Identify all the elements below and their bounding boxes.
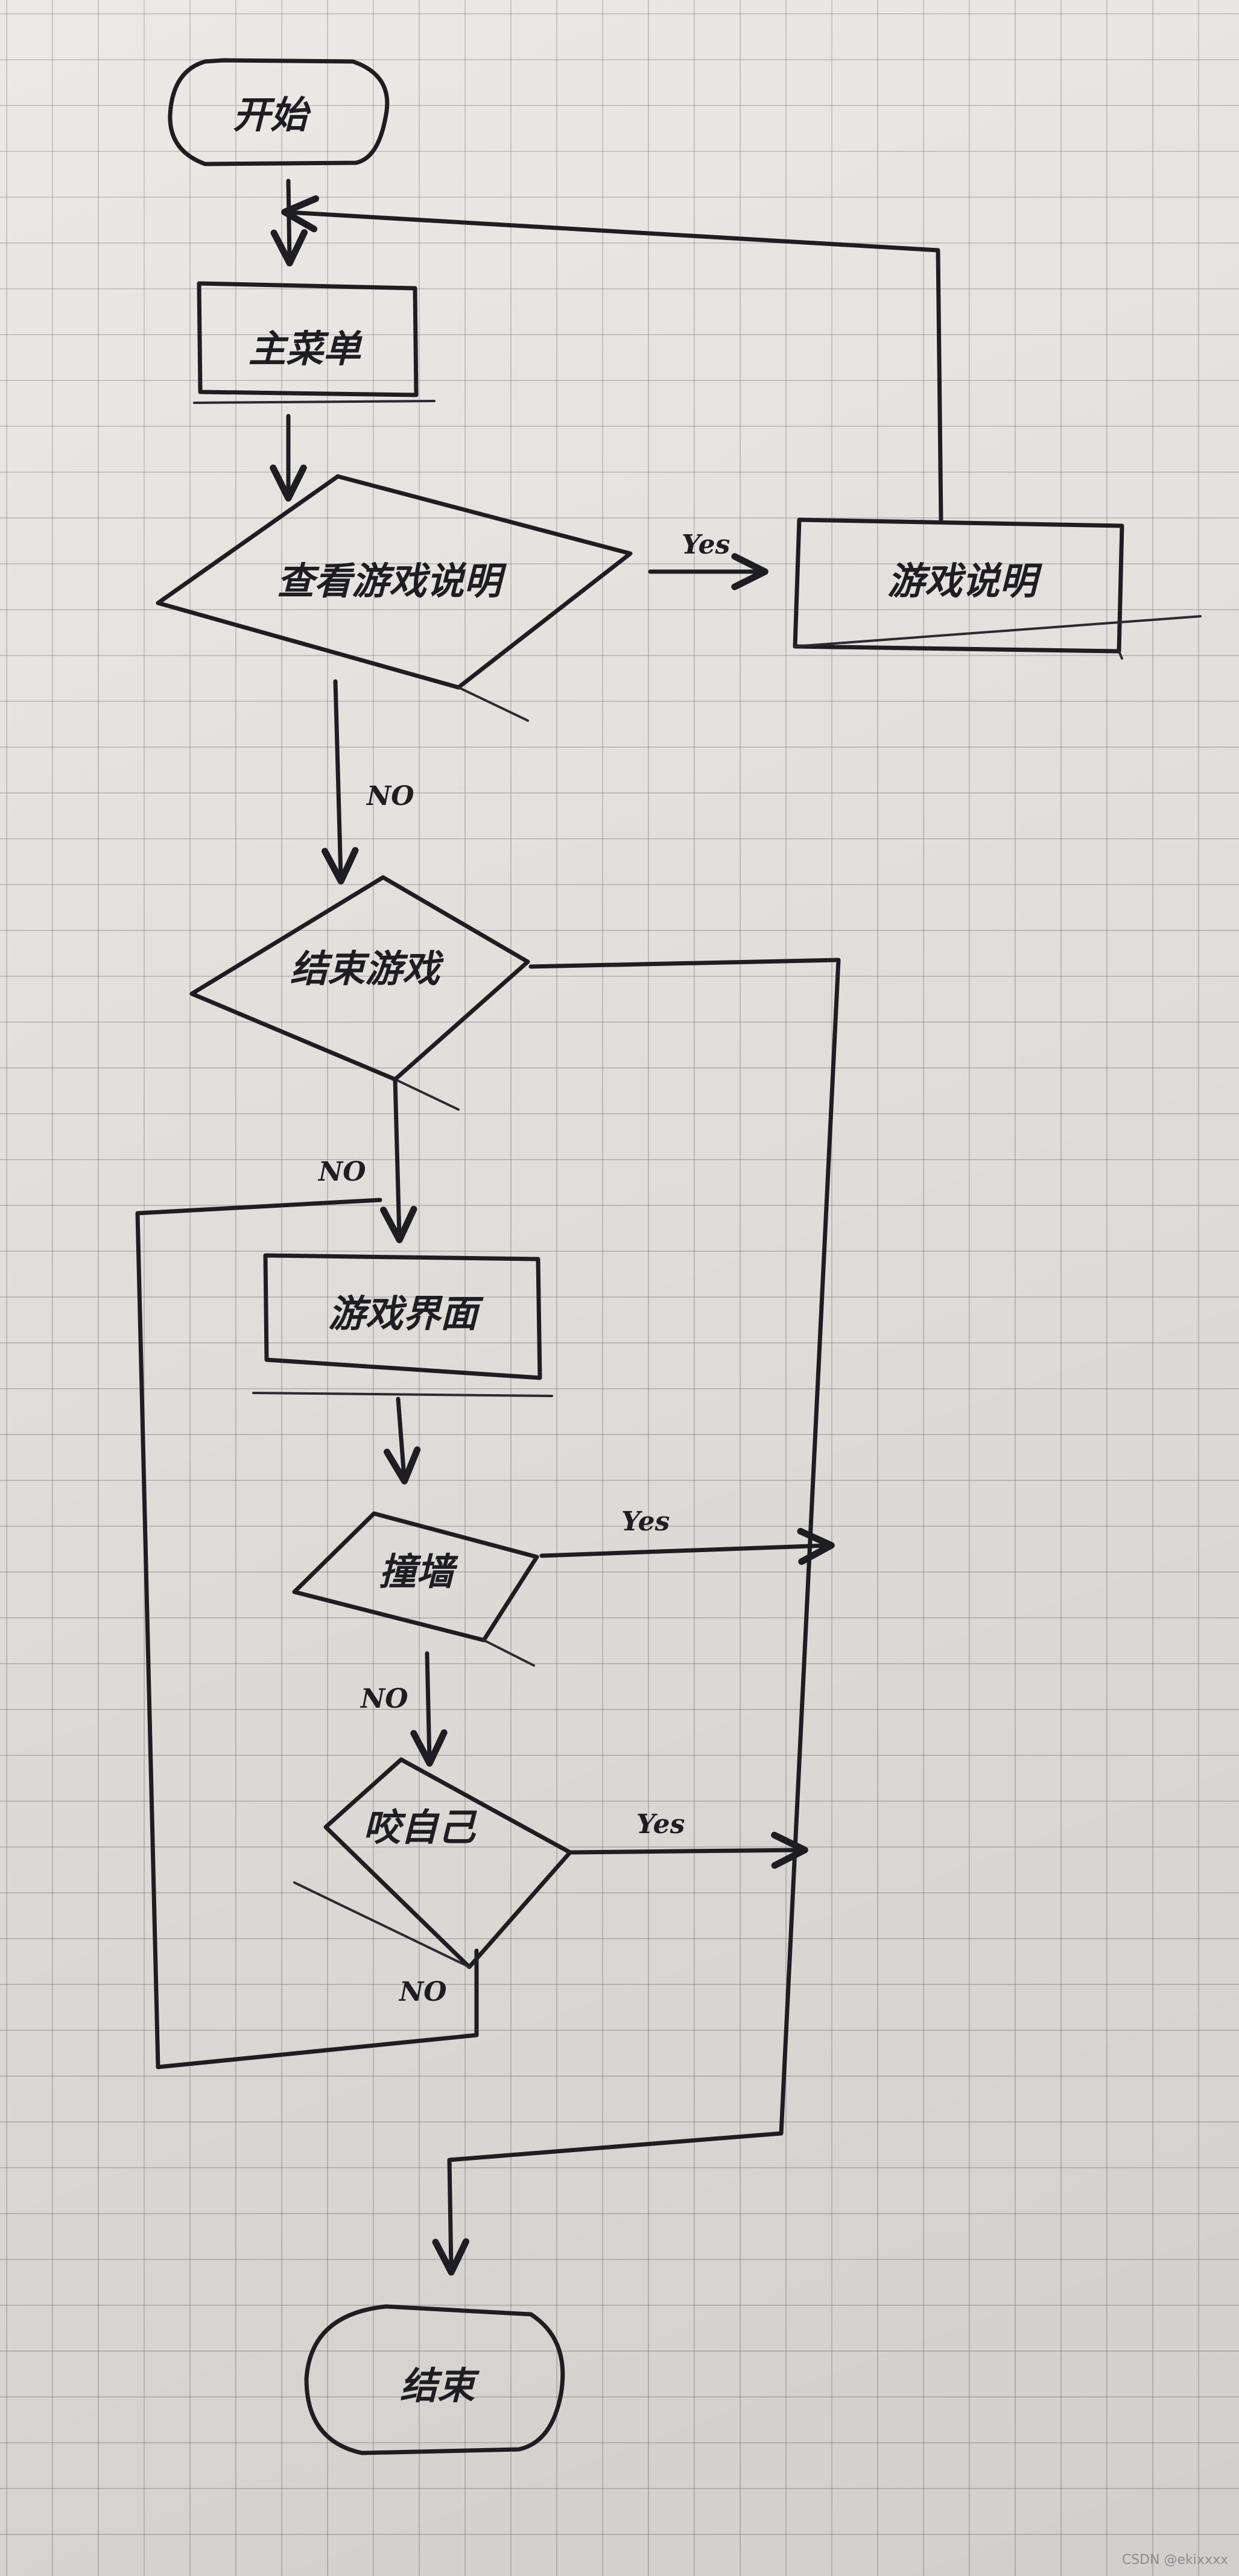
edge-bite-yes xyxy=(568,1831,808,1869)
instructions-node: 游戏说明 xyxy=(793,517,1202,654)
watermark: CSDN @ekixxxx xyxy=(1121,2552,1228,2568)
exit-game-label: 结束游戏 xyxy=(290,947,444,991)
main-menu-label: 主菜单 xyxy=(249,327,363,371)
view-instructions-decision: 查看游戏说明 xyxy=(156,474,633,722)
edge-bite-no-loop xyxy=(135,1198,479,2069)
end-node: 结束 xyxy=(304,2304,565,2455)
instructions-label: 游戏说明 xyxy=(887,559,1043,603)
stray-stroke xyxy=(1118,650,1123,660)
wall-yes-label: Yes xyxy=(621,1506,670,1537)
edge-screen-to-wall xyxy=(383,1397,421,1485)
game-screen-node: 游戏界面 xyxy=(252,1253,553,1397)
edge-start-to-menu xyxy=(270,178,308,267)
edge-view-no xyxy=(322,679,359,885)
hit-wall-decision: 撞墙 xyxy=(292,1511,539,1667)
edge-instructions-back xyxy=(281,195,943,522)
view-instructions-label: 查看游戏说明 xyxy=(277,559,507,603)
game-screen-label: 游戏界面 xyxy=(328,1292,484,1336)
bite-no-label: NO xyxy=(398,1977,447,2007)
bite-yes-label: Yes xyxy=(636,1809,685,1840)
end-label: 结束 xyxy=(400,2364,480,2408)
edge-to-end xyxy=(432,958,841,2276)
hit-wall-label: 撞墙 xyxy=(379,1550,458,1594)
main-menu-node: 主菜单 xyxy=(193,281,436,404)
bite-self-label: 咬自己 xyxy=(363,1805,477,1849)
view-yes-label: Yes xyxy=(682,529,730,560)
start-label: 开始 xyxy=(233,93,311,137)
wall-no-label: NO xyxy=(360,1684,408,1714)
edge-wall-no xyxy=(410,1651,448,1767)
edge-exit-no xyxy=(380,1077,417,1243)
bite-self-decision: 咬自己 xyxy=(293,1757,572,1969)
start-node: 开始 xyxy=(168,58,390,166)
exit-no-label: NO xyxy=(317,1157,366,1187)
view-no-label: NO xyxy=(366,781,414,812)
exit-game-decision: 结束游戏 xyxy=(189,875,530,1111)
edge-wall-yes xyxy=(539,1527,835,1565)
